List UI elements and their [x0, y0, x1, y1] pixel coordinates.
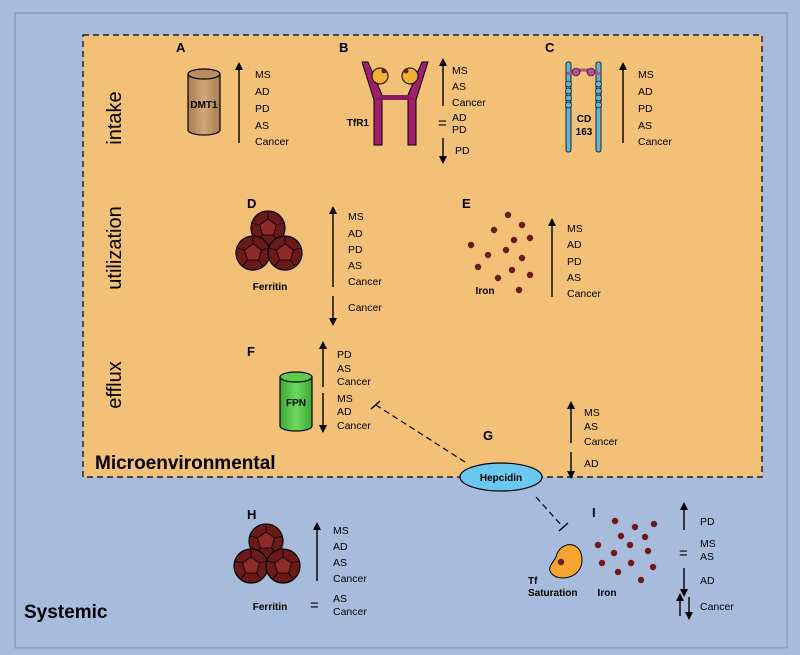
panel-h-equal-sign: =	[310, 597, 319, 614]
iron-label-systemic: Iron	[598, 588, 617, 599]
panel-c-up-0: MS	[638, 69, 654, 81]
panel-a-up-1: AD	[255, 86, 270, 98]
panel-h-eq-1: Cancer	[333, 606, 367, 618]
tf-label-line1: Tf	[528, 576, 538, 587]
dmt1-cylinder-icon	[187, 68, 221, 136]
panel-h-up-2: AS	[333, 557, 347, 569]
panel-e-up-1: AD	[567, 239, 582, 251]
panel-e-up-2: PD	[567, 256, 582, 268]
panel-h-up-0: MS	[333, 525, 349, 537]
panel-b-up-0: MS	[452, 65, 468, 77]
panel-h-eq-0: AS	[333, 593, 347, 605]
tfr1-label: TfR1	[347, 118, 370, 129]
panel-c-up-1: AD	[638, 86, 653, 98]
row-label-efflux: efflux	[104, 361, 126, 408]
panel-b-up-1: AS	[452, 81, 466, 93]
ferritin-label-systemic: Ferritin	[253, 602, 287, 613]
hepcidin-label: Hepcidin	[480, 473, 522, 484]
panel-b-eq-0: AD	[452, 112, 467, 124]
panel-letter-b: B	[339, 40, 348, 55]
panel-f-down-1: AD	[337, 406, 352, 418]
panel-letter-i: I	[592, 505, 596, 520]
panel-b-down-0: PD	[455, 145, 470, 157]
panel-d-up-1: AD	[348, 228, 363, 240]
panel-a-up-4: Cancer	[255, 136, 289, 148]
cd163-receptor-icon	[565, 61, 602, 153]
row-label-intake: intake	[104, 91, 126, 144]
cd163-label-line1: CD	[577, 114, 591, 125]
iron-dots-systemic-icon	[594, 517, 658, 584]
panel-i-down-0: AD	[700, 575, 715, 587]
panel-i-updown-0: Cancer	[700, 601, 734, 613]
panel-b-equal-sign: =	[438, 115, 447, 132]
panel-e-up-0: MS	[567, 223, 583, 235]
hepcidin-tf-inhibition-line	[535, 496, 564, 528]
region-label-systemic: Systemic	[24, 602, 108, 623]
fpn-label: FPN	[286, 398, 306, 409]
tf-label-line2: Saturation	[528, 588, 577, 599]
panel-c-up-4: Cancer	[638, 136, 672, 148]
cd163-label-line2: 163	[576, 127, 593, 138]
panel-letter-a: A	[176, 40, 186, 55]
region-label-micro: Microenvironmental	[95, 453, 276, 474]
hepcidin-tf-inhibition-bar	[558, 522, 569, 532]
panel-e-up-3: AS	[567, 272, 581, 284]
panel-i-eq-1: AS	[700, 551, 714, 563]
panel-i-equal-sign: =	[679, 545, 688, 562]
panel-g-up-0: MS	[584, 407, 600, 419]
panel-g-down-0: AD	[584, 458, 599, 470]
ferritin-label-micro: Ferritin	[253, 282, 287, 293]
iron-dots-micro-icon	[467, 211, 534, 294]
panel-d-up-3: AS	[348, 260, 362, 272]
panel-b-up-2: Cancer	[452, 97, 486, 109]
hepcidin-fpn-inhibition-bar	[370, 400, 381, 410]
fpn-cylinder-icon	[279, 371, 313, 432]
panel-g-up-1: AS	[584, 421, 598, 433]
panel-f-down-2: Cancer	[337, 420, 371, 432]
panel-f-up-0: PD	[337, 349, 352, 361]
panel-h-up-3: Cancer	[333, 573, 367, 585]
panel-letter-h: H	[247, 507, 256, 522]
panel-letter-g: G	[483, 428, 493, 443]
panel-a-up-0: MS	[255, 69, 271, 81]
panel-i-eq-0: MS	[700, 538, 716, 550]
panel-i-up-0: PD	[700, 516, 715, 528]
panel-letter-c: C	[545, 40, 555, 55]
panel-g-up-2: Cancer	[584, 436, 618, 448]
iron-label-micro: Iron	[476, 286, 495, 297]
panel-d-up-0: MS	[348, 211, 364, 223]
panel-a-up-3: AS	[255, 120, 269, 132]
transferrin-icon	[549, 544, 583, 579]
panel-d-up-4: Cancer	[348, 276, 382, 288]
tfr1-receptor-icon	[361, 61, 429, 146]
panel-letter-f: F	[247, 344, 255, 359]
panel-f-up-2: Cancer	[337, 376, 371, 388]
panel-letter-e: E	[462, 196, 471, 211]
panel-c-up-2: PD	[638, 103, 653, 115]
hepcidin-fpn-inhibition-line	[375, 404, 466, 463]
panel-b-eq-1: PD	[452, 124, 467, 136]
panel-letter-d: D	[247, 196, 256, 211]
row-label-utilization: utilization	[104, 206, 126, 289]
panel-d-down-0: Cancer	[348, 302, 382, 314]
hepcidin-ellipse	[459, 462, 543, 492]
panel-a-up-2: PD	[255, 103, 270, 115]
panel-d-up-2: PD	[348, 244, 363, 256]
panel-f-up-1: AS	[337, 363, 351, 375]
panel-f-down-0: MS	[337, 393, 353, 405]
panel-e-up-4: Cancer	[567, 288, 601, 300]
panel-h-up-1: AD	[333, 541, 348, 553]
dmt1-label: DMT1	[190, 100, 218, 111]
panel-c-up-3: AS	[638, 120, 652, 132]
microenvironment-box	[82, 34, 763, 478]
